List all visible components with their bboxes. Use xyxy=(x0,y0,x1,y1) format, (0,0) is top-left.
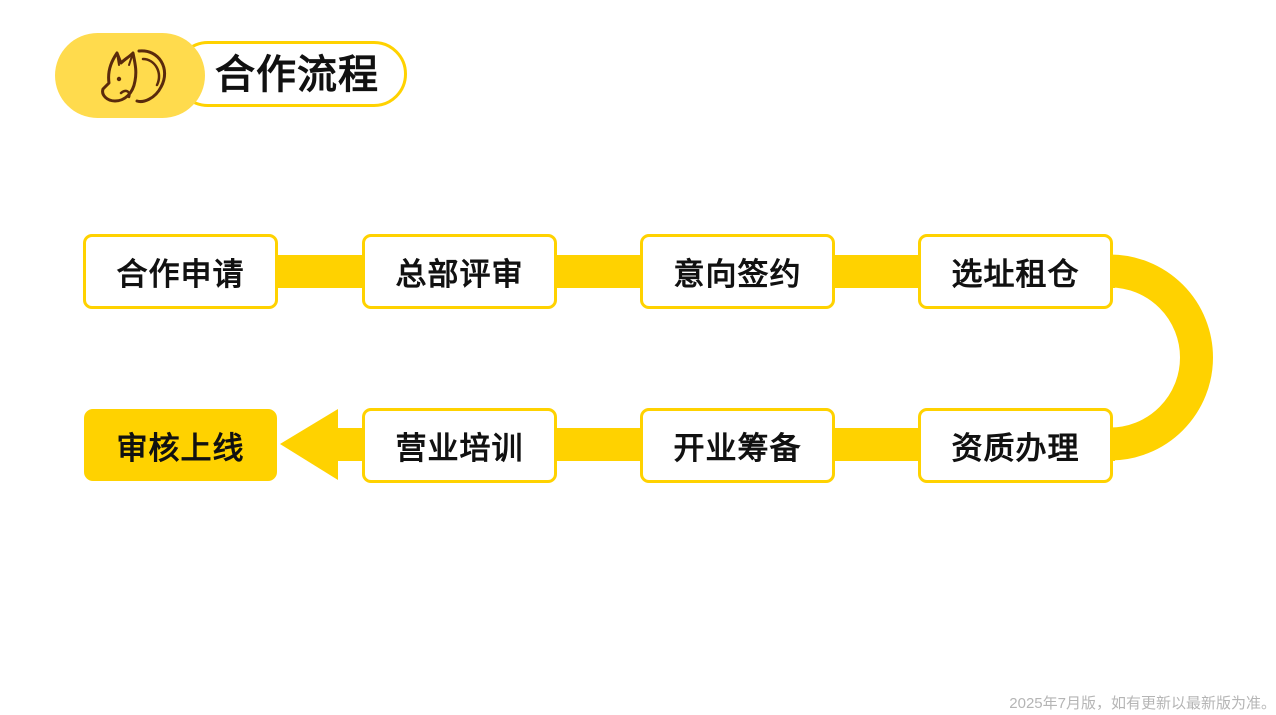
step-label: 意向签约 xyxy=(673,257,802,292)
step-label: 选址租仓 xyxy=(951,257,1080,292)
step-5: 资质办理 xyxy=(918,408,1113,483)
version-note: 2025年7月版，如有更新以最新版为准。 xyxy=(1009,695,1276,712)
step-label: 资质办理 xyxy=(951,431,1080,466)
section-header: 合作流程 xyxy=(55,33,410,118)
step-7: 营业培训 xyxy=(362,408,557,483)
step-label: 总部评审 xyxy=(395,257,524,292)
squirrel-logo-icon xyxy=(101,49,167,103)
step-label: 合作申请 xyxy=(116,257,245,292)
step-8-final: 审核上线 xyxy=(84,409,277,481)
connector-uturn xyxy=(1109,254,1213,461)
step-2: 总部评审 xyxy=(362,234,557,309)
step-4: 选址租仓 xyxy=(918,234,1113,309)
step-6: 开业筹备 xyxy=(640,408,835,483)
page-title: 合作流程 xyxy=(215,53,379,97)
step-label: 营业培训 xyxy=(395,431,524,466)
arrow-left-icon xyxy=(280,409,338,480)
step-3: 意向签约 xyxy=(640,234,835,309)
step-label: 审核上线 xyxy=(116,430,245,466)
header-pill xyxy=(175,41,407,107)
step-1: 合作申请 xyxy=(83,234,278,309)
step-label: 开业筹备 xyxy=(673,431,802,466)
